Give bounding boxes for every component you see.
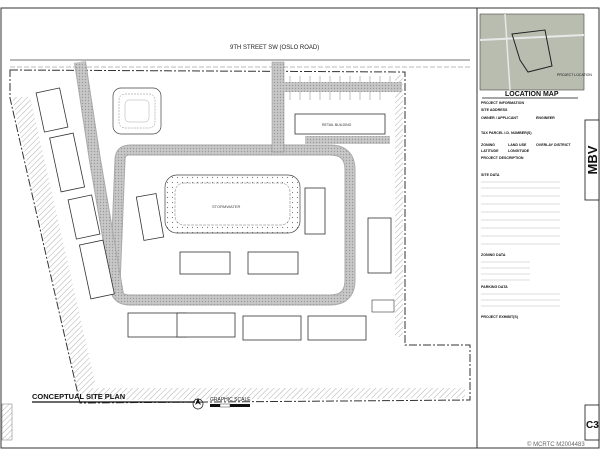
north-stormwater-pond [112, 87, 162, 135]
south-buffer-hatch [82, 388, 465, 400]
info-site-data: SITE DATA [481, 173, 500, 177]
info-land-use: LAND USE [508, 143, 527, 147]
location-map-road [479, 34, 585, 41]
info-parking-data: PARKING DATA [481, 285, 508, 289]
seal-stamp [1, 403, 13, 441]
scale-title: GRAPHIC SCALE [210, 397, 251, 403]
sheet-border [0, 7, 600, 449]
road-label: 9TH STREET SW (OSLO ROAD) [230, 45, 319, 51]
info-overlay-district: OVERLAY DISTRICT [536, 143, 571, 147]
graphic-scale-bar [210, 403, 250, 408]
north-parking-drive [280, 82, 402, 92]
info-project-description: PROJECT DESCRIPTION [481, 156, 524, 160]
north-parking-stalls [289, 76, 391, 100]
east-entrance-drive [271, 61, 285, 153]
central-pond-label: STORMWATER [212, 204, 240, 209]
north-arrow-pointer-icon [195, 398, 201, 405]
location-map-road-2 [504, 13, 511, 91]
building-south-3 [242, 315, 302, 341]
west-buffer-hatch [12, 97, 95, 400]
info-zoning: ZONING [481, 143, 495, 147]
north-pond-inner [124, 99, 150, 123]
location-map-title: LOCATION MAP [505, 91, 559, 98]
info-latitude: LATITUDE [481, 149, 499, 153]
retail-building [294, 113, 386, 135]
building-west-3 [67, 194, 101, 240]
property-boundary [9, 69, 471, 404]
building-east [367, 217, 392, 274]
sheet-number: C3 [586, 420, 599, 431]
sheet-number-box [584, 404, 600, 441]
zoning-data-table [481, 261, 530, 281]
parking-data-table [481, 293, 560, 307]
building-inner-south-2 [247, 251, 299, 275]
building-west-2 [49, 132, 86, 193]
retail-building-label: RETAIL BUILDING [322, 123, 352, 127]
firm-logo-box [584, 119, 600, 201]
building-inner-south-1 [179, 251, 231, 275]
location-map-image [479, 13, 585, 91]
info-owner-applicant: OWNER / APPLICANT [481, 116, 519, 120]
building-south-4 [307, 315, 367, 341]
location-map-site-label: PROJECT LOCATION [557, 73, 592, 77]
building-west-1 [35, 87, 69, 133]
east-buffer-hatch [395, 75, 403, 337]
plan-title: CONCEPTUAL SITE PLAN [32, 392, 125, 401]
north-pond-contour [118, 93, 156, 129]
retail-parking [305, 136, 390, 144]
building-west-4 [78, 239, 115, 300]
building-south-2 [176, 312, 236, 338]
building-south-1 [127, 312, 187, 338]
info-project-exhibits: PROJECT EXHIBIT(S) [481, 315, 519, 319]
info-project-information: PROJECT INFORMATION [481, 101, 524, 105]
location-map-site-outline [511, 29, 553, 73]
info-zoning-data: ZONING DATA [481, 253, 506, 257]
building-inner-west [135, 193, 165, 241]
info-engineer: ENGINEER [536, 116, 555, 120]
info-tax-parcel: TAX PARCEL I.D. NUMBER(S) [481, 131, 532, 135]
central-pond-contour [174, 182, 291, 226]
watermark: © MCRTC M2004483 [527, 441, 585, 448]
info-longitude: LONGITUDE [508, 149, 530, 153]
site-data-table [481, 181, 560, 245]
loop-drive-texture [110, 145, 355, 305]
west-entrance-texture [75, 61, 123, 296]
building-inner-east [304, 187, 326, 235]
firm-logo: MBV [585, 145, 600, 174]
utility-pad [371, 299, 395, 313]
info-site-address: SITE ADDRESS [481, 108, 508, 112]
